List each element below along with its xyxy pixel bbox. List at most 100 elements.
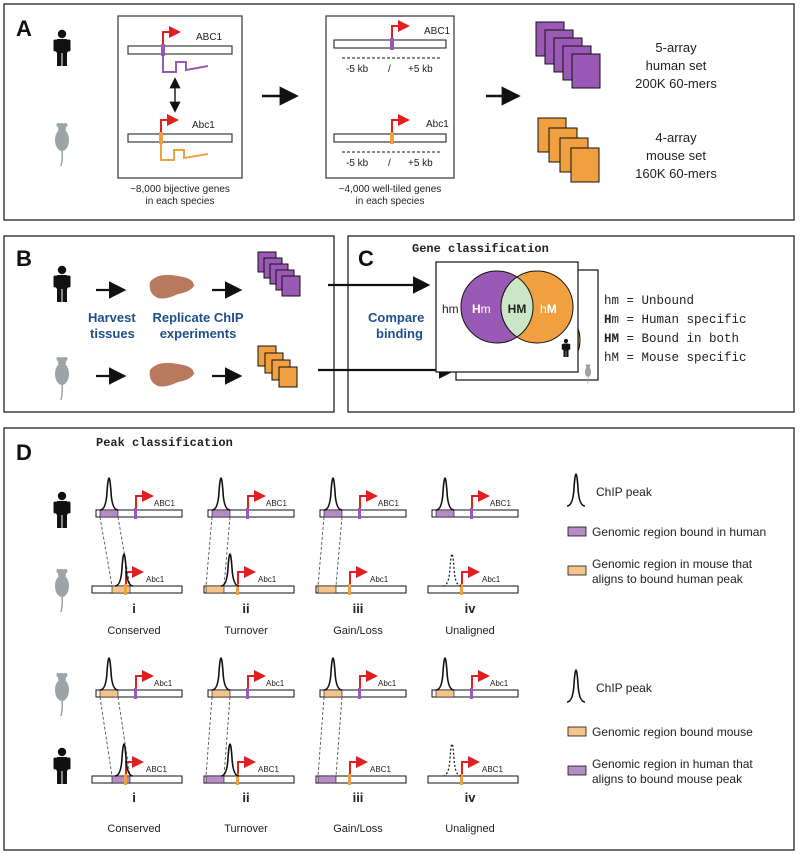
tss-mark: [460, 774, 463, 785]
tile-sep-2: /: [388, 158, 391, 169]
alignment-line: [117, 516, 131, 587]
tile-left-label: -5 kb: [346, 64, 369, 75]
compare-line2: binding: [376, 326, 423, 341]
human-array-stack-small: [257, 251, 301, 297]
legend-peak-icon: [566, 473, 586, 507]
mouse-silhouette-icon-d1: [54, 568, 70, 613]
tss-arrow-icon: [462, 762, 476, 774]
alignment-line: [317, 696, 325, 777]
tss-arrow-icon: [350, 762, 364, 774]
mouse-set-line2: mouse set: [646, 148, 706, 163]
legend-top-region-a: Genomic region bound in human: [592, 525, 766, 539]
liver-icon: [149, 274, 194, 299]
chip-peak: [99, 657, 119, 691]
legend-bottom-peak: ChIP peak: [596, 681, 653, 695]
venn-mouse-label: hM: [540, 302, 557, 316]
alignment-line: [335, 696, 343, 777]
tss-mark: [246, 688, 249, 699]
legend-bound-both: HM = Bound in both: [604, 332, 739, 346]
genome-bar: [203, 775, 295, 784]
venn-outside-label: hm: [442, 302, 459, 316]
tss-mark: [236, 774, 239, 785]
scenario-category: Conserved: [107, 625, 160, 637]
tss-mark: [358, 688, 361, 699]
legend-human-specific: Hm = Human specific: [604, 313, 747, 327]
gene-label-human: ABC1: [196, 32, 223, 43]
genome-bar: [95, 689, 183, 698]
legend-bottom-region-b1: Genomic region in human that: [592, 757, 753, 771]
scenario-numeral: i: [132, 601, 136, 616]
gene-label: Abc1: [490, 679, 509, 688]
genome-bar: [95, 509, 183, 518]
tile-right-label: +5 kb: [408, 64, 433, 75]
genome-bar: [91, 585, 183, 594]
panel-c-letter: C: [358, 246, 374, 271]
tile-right-label-2: +5 kb: [408, 158, 433, 169]
legend-top-region-b1: Genomic region in mouse that: [592, 557, 753, 571]
tss-mark: [348, 774, 351, 785]
legend-top-swatch-human: [567, 526, 587, 537]
genome-bar: [319, 509, 407, 518]
human-silhouette-icon: [53, 29, 71, 66]
bound-region: [211, 509, 231, 518]
gene-label: ABC1: [266, 499, 287, 508]
genome-bar: [207, 509, 295, 518]
gene-label: Abc1: [266, 679, 285, 688]
scenario-numeral: iv: [465, 601, 477, 616]
legend-bottom-swatch-mouse: [567, 726, 587, 737]
genome-bar: [91, 775, 183, 784]
tss-arrow-icon: [360, 676, 374, 688]
chip-peak: [435, 477, 455, 511]
alignment-line: [335, 516, 343, 587]
tss-mark: [134, 508, 137, 519]
tss-mark: [358, 508, 361, 519]
scenario-numeral: iii: [353, 601, 364, 616]
human-silhouette-icon-d2: [53, 747, 71, 784]
gene-label: ABC1: [370, 765, 391, 774]
gene-label-mouse: Abc1: [192, 120, 215, 131]
mouse-silhouette-icon: [54, 122, 70, 167]
tss-mark: [460, 584, 463, 595]
scenario-category: Unaligned: [445, 823, 495, 835]
tile-sep: /: [388, 64, 391, 75]
panel-b: B Harvest tissues Replicate ChIP experim…: [3, 235, 335, 413]
bijective-genes-box: ABC1 Abc1: [117, 15, 243, 179]
tss-mark: [348, 584, 351, 595]
bound-region: [323, 509, 343, 518]
legend-top-swatch-mouse: [567, 565, 587, 576]
gene-label: Abc1: [146, 575, 165, 584]
legend-mouse-specific: hM = Mouse specific: [604, 351, 747, 365]
scenario-category: Gain/Loss: [333, 625, 383, 637]
genome-bar: [319, 689, 407, 698]
tss-arrow-icon: [248, 676, 262, 688]
alignment-line: [205, 516, 213, 587]
tss-mark: [470, 508, 473, 519]
tss-arrow-icon: [238, 572, 252, 584]
panel-d: D Peak classification ABC1Abc1iConserved…: [3, 427, 795, 851]
gene-label: Abc1: [154, 679, 173, 688]
box2-caption-line2: in each species: [356, 196, 425, 207]
scenario-numeral: iv: [465, 790, 477, 805]
aligned-region: [205, 585, 225, 594]
gene-label: Abc1: [370, 575, 389, 584]
genome-bar: [207, 689, 295, 698]
alignment-line: [205, 696, 213, 777]
harvest-line1: Harvest: [88, 310, 136, 325]
alignment-line: [223, 696, 231, 777]
gene-label: ABC1: [490, 499, 511, 508]
bound-region: [323, 689, 343, 698]
scenario-category: Turnover: [224, 823, 268, 835]
scenario-category: Turnover: [224, 625, 268, 637]
tss-mark: [236, 584, 239, 595]
alignment-line: [223, 516, 231, 587]
chip-peak: [114, 553, 134, 587]
bound-region: [99, 689, 119, 698]
tss-arrow-icon: [472, 676, 486, 688]
scenario-category: Conserved: [107, 823, 160, 835]
